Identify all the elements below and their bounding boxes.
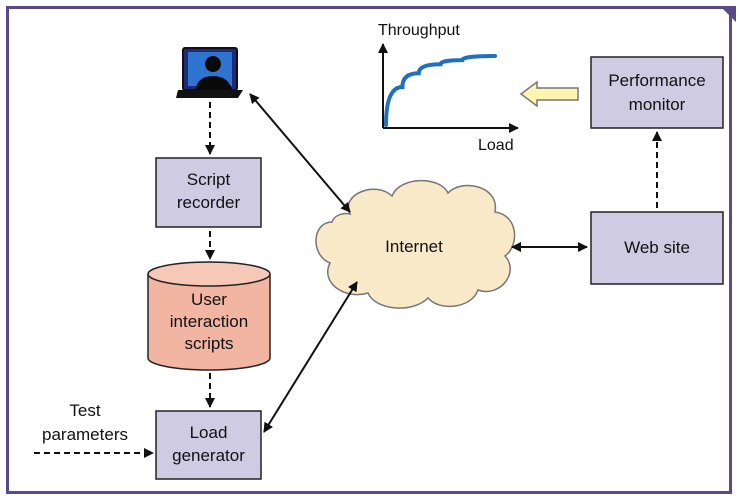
person-at-computer-icon (176, 47, 243, 98)
throughput-chart: Throughput Load (378, 22, 519, 154)
internet-label: Internet (385, 237, 443, 256)
performance-monitor-label-line1: Performance (608, 71, 705, 90)
test-parameters-label-line1: Test (69, 401, 100, 420)
hollow-arrow-icon (519, 80, 579, 108)
chart-y-axis-label: Throughput (378, 22, 460, 39)
performance-monitor-label-line2: monitor (629, 95, 686, 114)
scripts-label-line3: scripts (184, 334, 233, 353)
script-recorder-node: Script recorder (155, 157, 262, 228)
web-site-label: Web site (624, 238, 690, 257)
chart-x-axis-label: Load (478, 137, 514, 154)
scripts-label-line1: User (191, 290, 227, 309)
load-generator-label-line1: Load (190, 423, 228, 442)
web-site-node: Web site (590, 211, 724, 285)
internet-cloud-node: Internet (315, 179, 516, 309)
scripts-label-line2: interaction (170, 312, 248, 331)
load-generator-label-line2: generator (172, 446, 245, 465)
script-recorder-label-line1: Script (187, 170, 231, 189)
test-parameters-input: Test parameters (34, 401, 154, 458)
load-generator-node: Load generator (155, 410, 262, 480)
performance-monitor-node: Performance monitor (590, 56, 724, 129)
frame-corner-mark (720, 6, 736, 22)
arrow-user-internet (249, 93, 351, 213)
test-parameters-label-line2: parameters (42, 425, 128, 444)
arrow-generator-internet (263, 281, 358, 433)
script-recorder-label-line2: recorder (177, 193, 241, 212)
throughput-curve (384, 54, 497, 127)
user-interaction-scripts-node: User interaction scripts (147, 261, 271, 371)
